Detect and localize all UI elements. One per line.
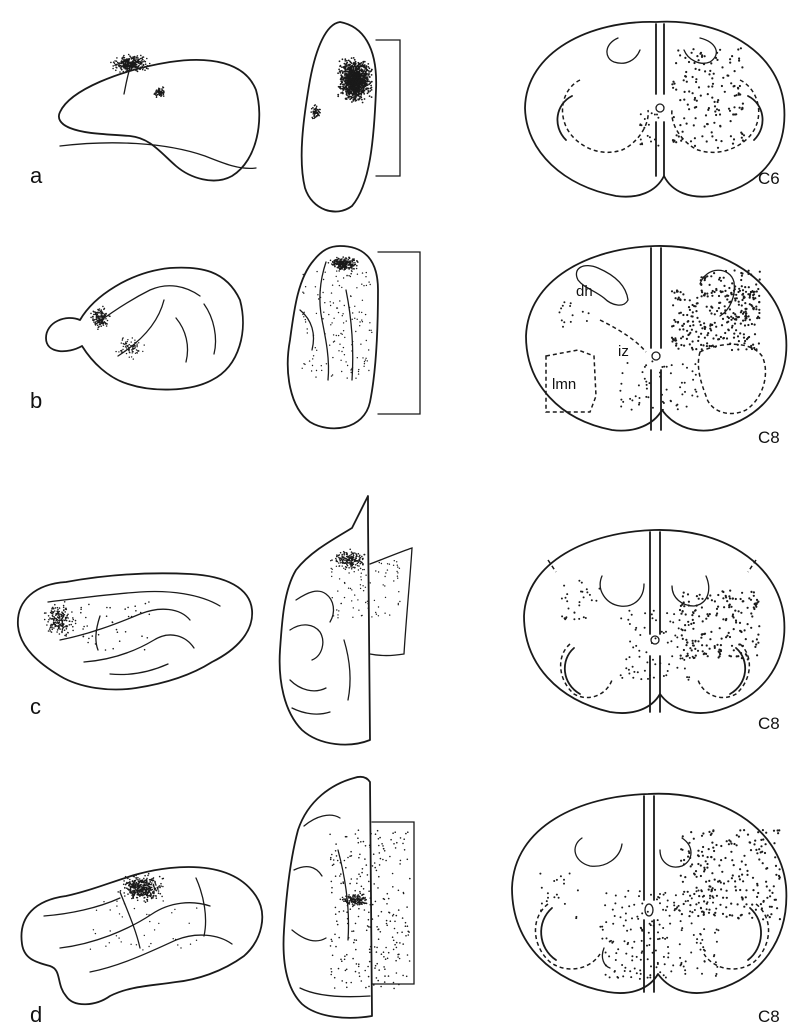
panel-c-level: C8 <box>758 714 780 733</box>
panel-d-spinal-section <box>512 794 786 993</box>
region-label-dh: dh <box>576 283 593 300</box>
panel-a: a C6 <box>30 22 784 212</box>
panel-b-dorsal-label-density <box>302 256 373 379</box>
panel-d: d C8 <box>21 777 786 1027</box>
region-label-iz: iz <box>618 343 629 360</box>
panel-a-level: C6 <box>758 169 780 188</box>
panel-c-lateral-brain <box>18 573 252 689</box>
panel-b-level: C8 <box>758 428 780 447</box>
panel-c: c C8 <box>18 496 785 745</box>
panel-b: dh iz lmn b C8 <box>30 246 786 447</box>
region-label-lmn: lmn <box>552 376 576 393</box>
panel-c-spinal-section <box>524 530 784 713</box>
panel-c-dorsal-brain <box>280 496 412 745</box>
panel-a-spinal-section <box>525 22 784 197</box>
panel-b-lateral-label-density <box>90 306 145 360</box>
panel-d-level: C8 <box>758 1007 780 1026</box>
panel-b-dorsal-brain <box>288 246 420 428</box>
panel-c-label: c <box>30 694 41 719</box>
panel-d-label: d <box>30 1002 42 1027</box>
panel-a-dorsal-label-density <box>310 57 372 119</box>
panel-c-dorsal-label-density <box>330 549 401 619</box>
panel-a-lateral-brain <box>59 60 259 181</box>
panel-a-lateral-label-density <box>110 54 165 98</box>
panel-b-lateral-brain <box>46 268 243 390</box>
panel-b-label: b <box>30 388 42 413</box>
panel-a-label: a <box>30 163 43 188</box>
panel-a-spinal-label-density <box>639 47 745 149</box>
